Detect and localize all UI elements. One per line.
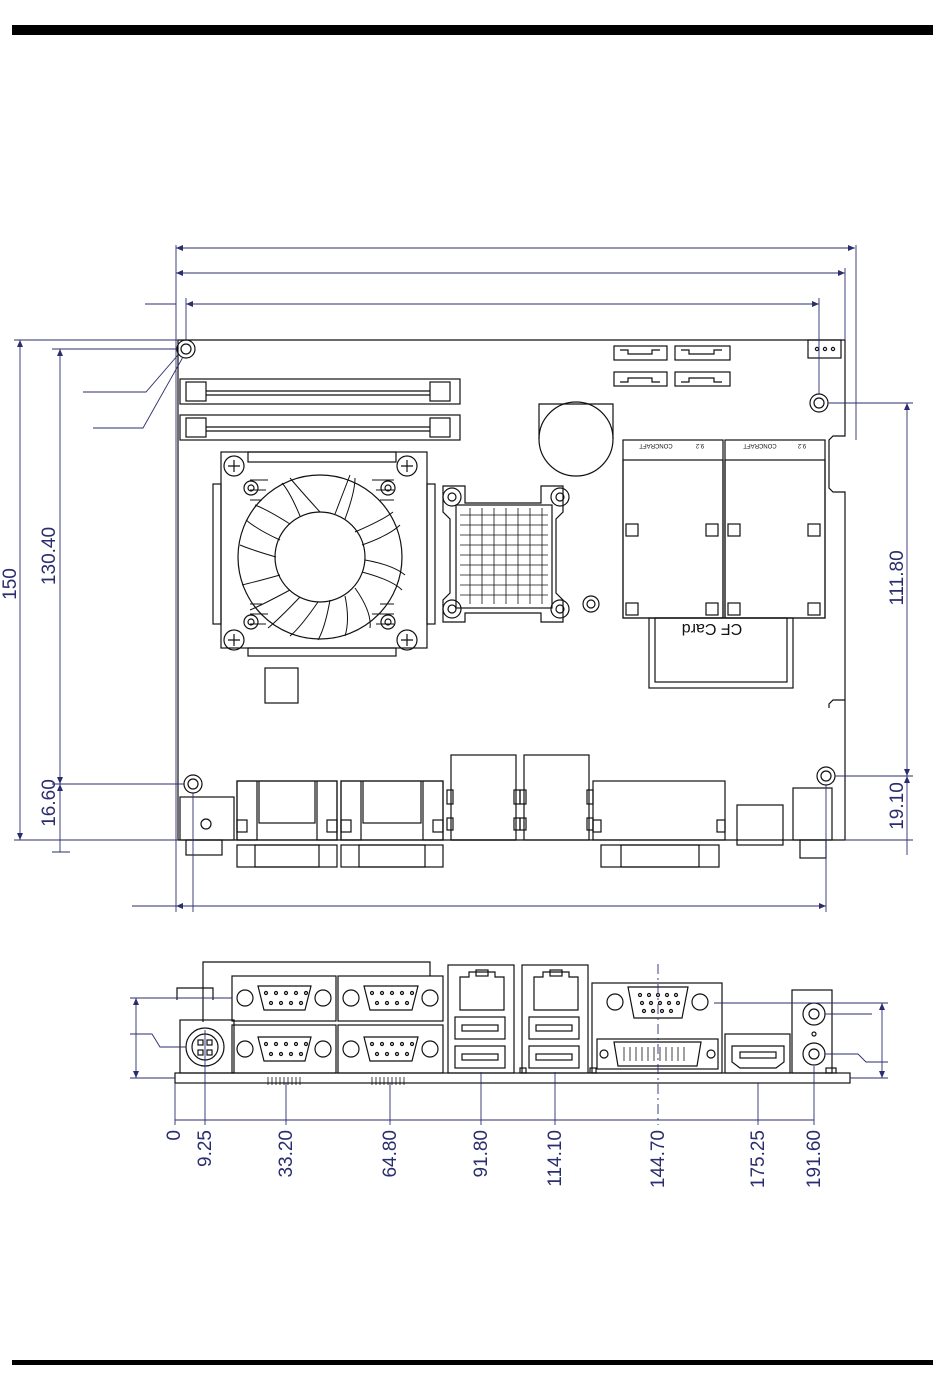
- top-view-dimension-lines: [14, 245, 913, 912]
- chipset-screw: [551, 600, 569, 618]
- sata-connector: [675, 346, 730, 360]
- dc-jack-front: [180, 1020, 234, 1073]
- mini-pcie-label: CONCRAFT: [743, 442, 777, 448]
- mini-pcie-slot: [623, 440, 723, 618]
- vga-dvi-top: [593, 781, 725, 867]
- com-port-front: [232, 976, 336, 1021]
- chipset-screw: [443, 488, 461, 506]
- dim-label-16-60: 16.60: [39, 779, 60, 827]
- lan-usb-stack-top: [447, 755, 520, 840]
- mini-pcie-label: CONCRAFT: [639, 442, 673, 448]
- mounting-hole: [810, 394, 828, 412]
- mini-pcie-mark: 9.2: [797, 442, 806, 448]
- fan-header: [808, 340, 841, 358]
- mini-pcie-slot: [725, 440, 825, 618]
- chipset-fins: [460, 508, 548, 604]
- sata-connector: [675, 372, 730, 386]
- com-port-front: [338, 1025, 443, 1073]
- chipset-screw: [443, 600, 461, 618]
- lan-usb-stack-top: [520, 755, 593, 840]
- dim-label-130-40: 130.40: [39, 527, 60, 585]
- io-dim-91-80: 91.80: [471, 1130, 492, 1178]
- mounting-hole: [817, 767, 835, 785]
- fan-screw: [397, 630, 417, 650]
- dc-jack: [180, 797, 234, 855]
- dim-label-150: 150: [0, 568, 21, 600]
- dim-label-111-80: 111.80: [887, 550, 908, 605]
- dimm-slot: [180, 379, 460, 404]
- hdmi-port-front: [725, 1034, 790, 1073]
- com-port-front: [232, 1025, 336, 1073]
- io-dim-33-20: 33.20: [276, 1130, 297, 1178]
- mini-pcie-mark: 9.2: [695, 442, 704, 448]
- lan-usb-stack-front: [522, 965, 588, 1073]
- fan-screw: [397, 456, 417, 476]
- vga-port-front: [592, 983, 722, 1073]
- cpu-fan-heatsink: [213, 452, 435, 656]
- io-dim-144-70: 144.70: [648, 1130, 669, 1188]
- fan-screw: [244, 615, 258, 629]
- ic-chip: [265, 668, 298, 703]
- com-port-top: [237, 781, 337, 867]
- dimm-slot: [180, 415, 460, 440]
- com-port-front: [338, 976, 443, 1021]
- io-view-dimension-lines: [130, 964, 888, 1125]
- fan-screw: [224, 630, 244, 650]
- top-view: [177, 340, 845, 867]
- cf-card-label: CF Card: [682, 620, 742, 637]
- io-dim-175-25: 175.25: [748, 1130, 769, 1188]
- sata-connector: [614, 372, 667, 386]
- hdmi-top: [737, 805, 783, 845]
- fan-screw: [224, 456, 244, 476]
- io-dim-0: 0: [164, 1130, 185, 1141]
- com-port-top: [341, 781, 443, 867]
- battery: [539, 402, 613, 476]
- mounting-hole: [184, 775, 202, 793]
- io-view: [175, 962, 850, 1085]
- io-dim-114-10: 114.10: [545, 1130, 566, 1187]
- lan-usb-stack-front: [448, 965, 514, 1073]
- chipset-heatsink: [443, 486, 569, 622]
- sata-connector: [614, 346, 667, 360]
- io-dim-191-60: 191.60: [804, 1130, 825, 1188]
- chipset-screw: [551, 488, 569, 506]
- audio-jack-front: [792, 990, 832, 1073]
- mounting-hole: [583, 596, 599, 612]
- io-dim-9-25: 9.25: [195, 1130, 216, 1167]
- dim-label-19-10: 19.10: [887, 782, 908, 830]
- com-pins: [268, 1077, 404, 1085]
- fan-screw: [244, 481, 258, 495]
- fan-screw: [381, 615, 395, 629]
- fan-screw: [381, 481, 395, 495]
- dvi-port-front: [597, 1039, 718, 1069]
- io-dim-64-80: 64.80: [380, 1130, 401, 1178]
- mounting-hole: [177, 340, 195, 358]
